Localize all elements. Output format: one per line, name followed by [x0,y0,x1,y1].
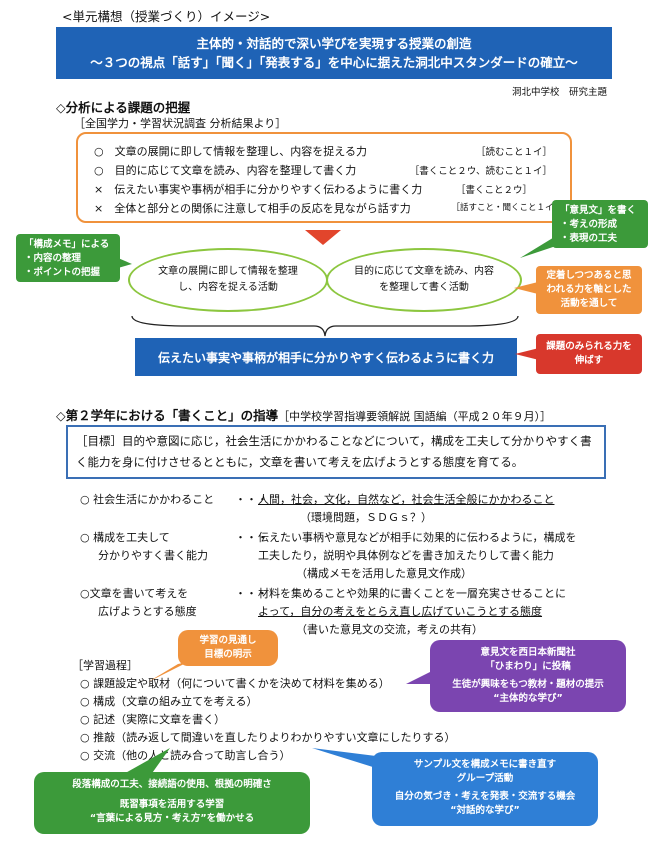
page-header-label: <単元構想（授業づくり）イメージ> [62,9,271,24]
callout-pointer-icon [120,748,170,776]
bubble-dialogic-learning: サンプル文を構成メモに書き直す グループ活動 自分の気づき・考えを発表・交流する… [372,752,598,826]
point-3-desc-2: よって，自分の考えをとらえ直し広げていこうとする態度 [258,605,543,618]
research-theme-banner: 主体的・対話的で深い学びを実現する授業の創造 ～３つの視点「話す」「聞く」「発表… [56,27,612,79]
callout-pointer-icon [406,670,434,684]
goal-box: ［目標］目的や意図に応じ，社会生活にかかわることなどについて，構成を工夫して分か… [66,425,606,479]
activity-oval-right: 目的に応じて文章を読み、内容を整理して書く活動 [326,248,522,312]
point-2-desc-2: 工夫したり，説明や具体例などを書き加えたりして書く能力 [258,549,554,562]
down-arrow-icon [305,230,341,245]
theme-title-line1: 主体的・対話的で深い学びを実現する授業の創造 [196,36,472,51]
survey-tag-4: ［話すこと・聞くこと１イ］ [451,203,562,213]
brace-icon [131,315,519,337]
survey-label: ［全国学力・学習状況調査 分析結果より］ [74,117,287,130]
section2-heading: ◇第２学年における「書くこと」の指導［中学校学習指導要領解説 国語編（平成２０年… [56,408,552,423]
point-1-label: ○ 社会生活にかかわること [80,493,215,506]
survey-item-2: ○ 目的に応じて文章を読み、内容を整理して書く力 [94,164,357,177]
bubble-proactive-learning: 意見文を西日本新聞社 「ひまわり」に投稿 生徒が興味をもつ教材・題材の提示 “主… [430,640,626,712]
callout-pointer-icon [118,258,132,268]
process-step-5: ○ 交流（他の人と読み合って助言し合う） [80,749,291,762]
point-3-dots: ・・・ [235,587,268,600]
section1-heading: ◇分析による課題の把握 [56,100,191,115]
point-2-label: ○ 構成を工夫して [80,531,170,544]
survey-tag-2: ［書くこと２ウ、読むこと１イ］ [409,166,552,177]
survey-results-box: ○ 文章の展開に即して情報を整理し、内容を捉える力 ［読むこと１イ］ ○ 目的に… [76,132,572,223]
survey-tag-1: ［読むこと１イ］ [475,147,552,158]
survey-item-4: × 全体と部分との関係に注意して相手の反応を見ながら話す力 [94,202,411,215]
goal-label: ［目標］ [76,434,122,448]
process-step-4: ○ 推敲（読み返して間違いを直したりよりわかりやすい文章にしたりする） [80,731,456,744]
process-step-3: ○ 記述（実際に文章を書く） [80,713,226,726]
point-1-example: （環境問題，ＳＤＧｓ？） [300,511,432,524]
process-step-2: ○ 構成（文章の組み立てを考える） [80,695,258,708]
callout-structure-memo: 「構成メモ」による ・内容の整理 ・ポイントの把握 [16,234,120,282]
target-skill-bar: 伝えたい事実や事柄が相手に分かりやすく伝わるように書く力 [135,338,517,376]
callout-pointer-icon [148,662,188,682]
section2-reference: ［中学校学習指導要領解説 国語編（平成２０年９月）］ [278,410,552,423]
point-3-desc: 材料を集めることや効果的に書くことを一層充実させることに [258,587,566,600]
school-label: 洞北中学校 研究主題 [511,87,607,98]
callout-weak-skills: 課題のみられる力を伸ばす [536,334,642,374]
point-1-dots: ・・・ [235,493,268,506]
process-label: ［学習過程］ [72,659,138,672]
point-3-label-2: 広げようとする態度 [98,605,197,618]
survey-item-3: × 伝えたい事実や事柄が相手に分かりやすく伝わるように書く力 [94,183,423,196]
callout-pointer-icon [520,236,556,258]
survey-item-1: ○ 文章の展開に即して情報を整理し、内容を捉える力 [94,145,367,158]
theme-title-line2: ～３つの視点「話す」「聞く」「発表する」を中心に据えた洞北中スタンダードの確立～ [90,55,578,70]
callout-opinion-essay: 「意見文」を書く ・考えの形成 ・表現の工夫 [552,200,648,248]
bubble-learning-outlook: 学習の見通し 目標の明示 [178,630,278,666]
callout-pointer-icon [312,748,376,768]
point-3-example: （書いた意見文の交流，考えの共有） [296,623,483,636]
point-3-label: ○文章を書いて考えを [80,587,189,600]
callout-pointer-icon [515,348,539,360]
process-step-1: ○ 課題設定や取材（何について書くかを決めて材料を集める） [80,677,390,690]
point-1-desc: 人間，社会，文化，自然など，社会生活全般にかかわること [258,493,555,506]
survey-tag-3: ［書くこと２ウ］ [455,185,532,196]
callout-pointer-icon [514,282,538,294]
point-2-example: （構成メモを活用した意見文作成） [296,567,472,580]
callout-established-skills: 定着しつつあると思われる力を軸とした活動を通して [536,266,642,314]
point-2-desc: 伝えたい事柄や意見などが相手に効果的に伝わるように，構成を [258,531,577,544]
bubble-language-perspective: 段落構成の工夫、接続語の使用、根拠の明確さ 既習事項を活用する学習 “言葉による… [34,772,310,834]
goal-text: 目的や意図に応じ，社会生活にかかわることなどについて，構成を工夫して分かりやすく… [76,434,592,469]
point-2-dots: ・・・ [235,531,268,544]
activity-oval-left: 文章の展開に即して情報を整理し、内容を捉える活動 [128,248,328,312]
point-2-label-2: 分かりやすく書く能力 [98,549,208,562]
